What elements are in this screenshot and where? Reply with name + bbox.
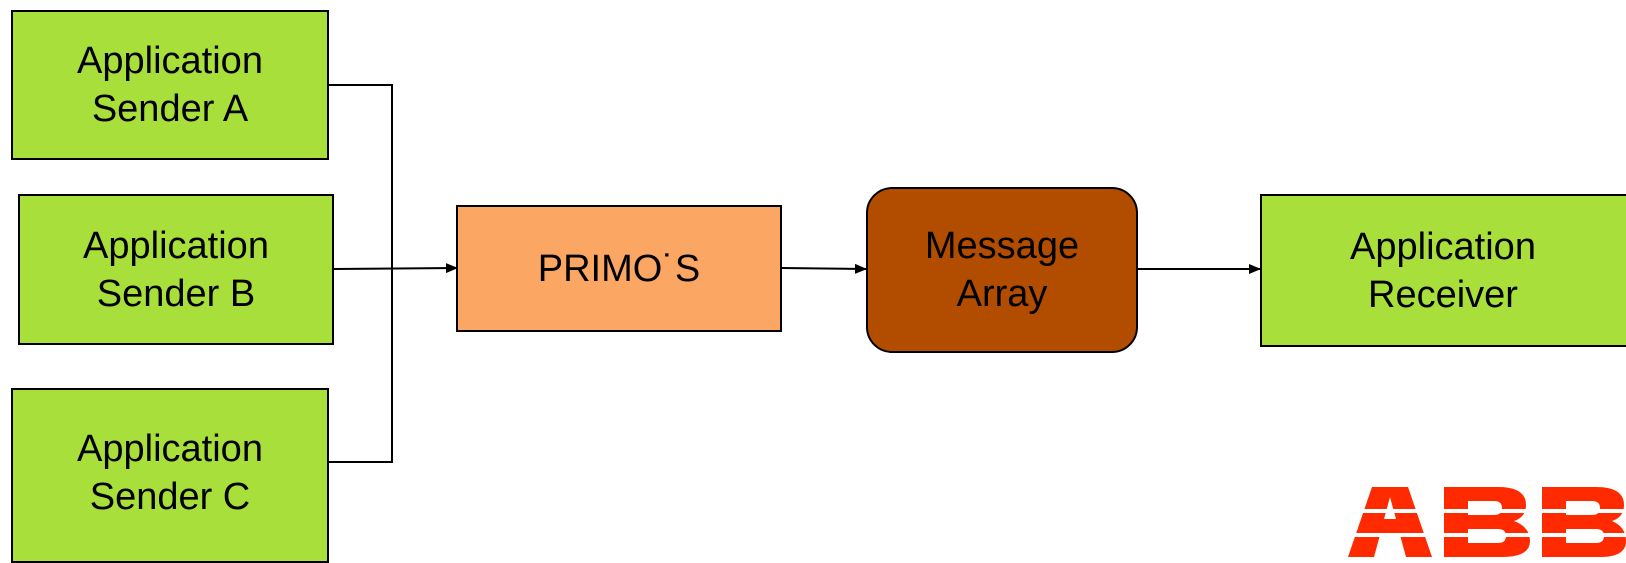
sender-b-line1: Application <box>83 224 269 267</box>
sender-c-line1: Application <box>77 427 263 470</box>
abb-logo <box>1348 487 1626 557</box>
message-array-line2: Array <box>956 273 1048 315</box>
sender-b-to-primos-arrow <box>333 263 458 274</box>
message-array-line1: Message <box>924 225 1080 267</box>
primos-label: PRIMO˙S <box>537 247 701 290</box>
sender-b-line2: Sender B <box>96 272 256 315</box>
sender-a-box: Application Sender A <box>11 10 329 160</box>
primos-box: PRIMO˙S <box>456 205 782 332</box>
sender-b-box: Application Sender B <box>18 194 334 345</box>
sender-a-line2: Sender A <box>91 88 249 130</box>
sender-c-box: Application Sender C <box>11 388 329 563</box>
receiver-line2: Receiver <box>1368 273 1518 316</box>
primos-to-array-arrow <box>781 263 867 274</box>
receiver-box: Application Receiver <box>1260 194 1626 347</box>
message-array-box: Message Array <box>866 187 1138 353</box>
receiver-line1: Application <box>1350 225 1536 268</box>
sender-c-connector <box>328 268 393 463</box>
sender-a-line1: Application <box>77 40 263 82</box>
sender-c-line2: Sender C <box>89 475 251 518</box>
sender-a-connector <box>328 84 393 268</box>
